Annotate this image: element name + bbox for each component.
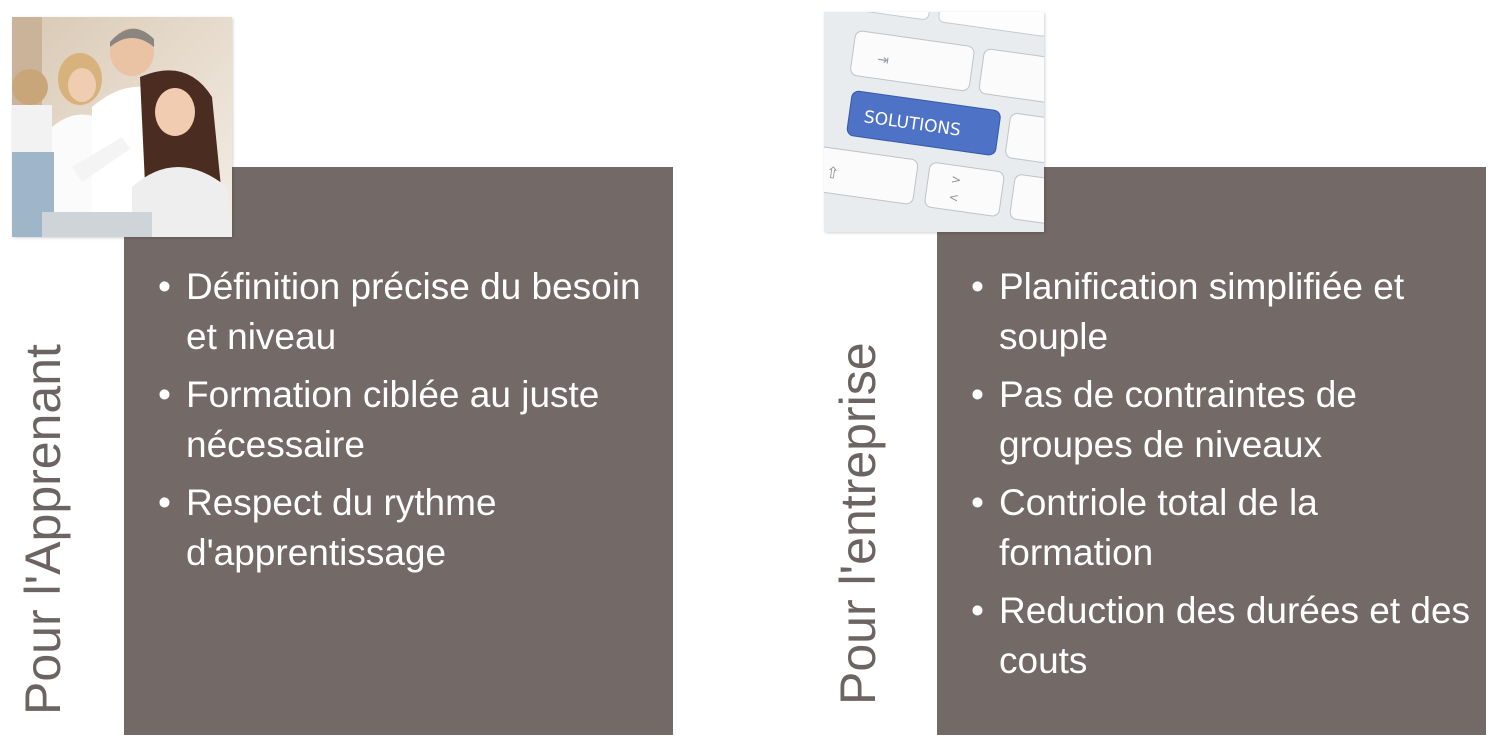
bullet-list-entreprise: Planification simplifiée et souple Pas d…: [967, 262, 1472, 694]
section-title-apprenant: Pour l'Apprenant: [15, 344, 71, 715]
people-at-computer-photo: [12, 17, 232, 237]
bullet-item: Reduction des durées et des couts: [967, 586, 1472, 686]
keyboard-solutions-key-photo: ⇥ SOLUTIONS ⇧ > <: [824, 12, 1044, 232]
bullet-list-apprenant: Définition précise du besoin et niveau F…: [154, 262, 659, 586]
bullet-item: Pas de contraintes de groupes de niveaux: [967, 370, 1472, 470]
people-at-computer-illustration: [12, 17, 232, 237]
panel-entreprise: Planification simplifiée et souple Pas d…: [937, 167, 1486, 735]
svg-text:⇧: ⇧: [825, 163, 841, 184]
bullet-item: Définition précise du besoin et niveau: [154, 262, 659, 362]
keyboard-illustration: ⇥ SOLUTIONS ⇧ > <: [824, 12, 1044, 232]
svg-text:<: <: [948, 190, 960, 205]
svg-text:⇥: ⇥: [876, 52, 890, 69]
bullet-item: Formation ciblée au juste nécessaire: [154, 370, 659, 470]
bullet-item: Respect du rythme d'apprentissage: [154, 478, 659, 578]
bullet-item: Planification simplifiée et souple: [967, 262, 1472, 362]
section-title-entreprise: Pour l'entreprise: [830, 342, 886, 706]
bullet-item: Contriole total de la formation: [967, 478, 1472, 578]
panel-apprenant: Définition précise du besoin et niveau F…: [124, 167, 673, 735]
svg-text:>: >: [950, 172, 962, 187]
